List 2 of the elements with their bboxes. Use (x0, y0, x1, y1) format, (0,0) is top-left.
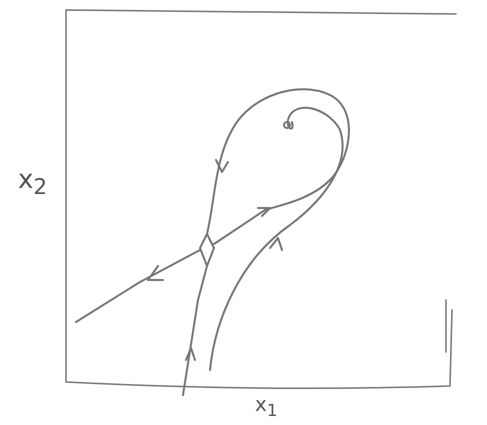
axis-label: x$_{2}$ (18, 165, 48, 200)
axis-label: x$_{1}$ (255, 392, 278, 420)
